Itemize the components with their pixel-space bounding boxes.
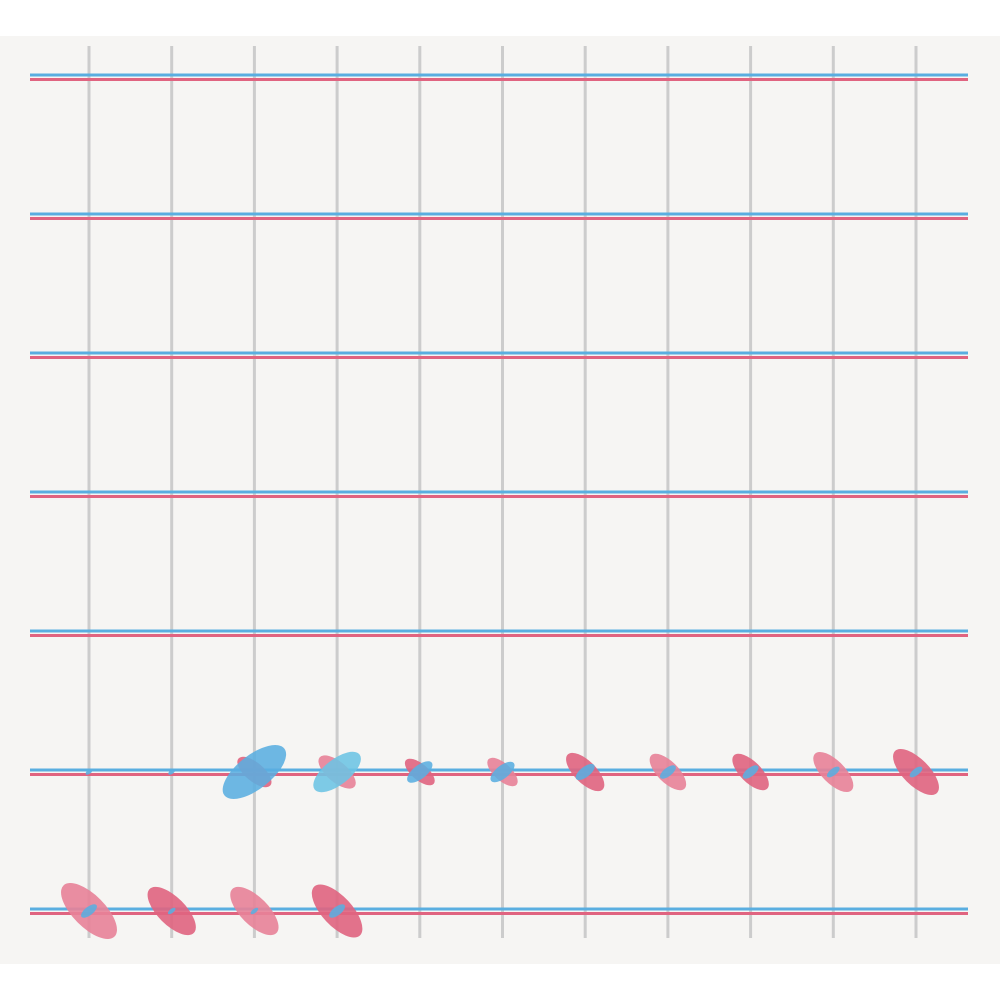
blue-ellipse-r6-c10 <box>826 766 840 778</box>
glyph-r6-c11 <box>893 749 939 795</box>
blue-ellipse-r7-c3 <box>250 907 259 915</box>
blue-ellipse-r6-c11 <box>909 766 923 778</box>
glyph-r6-c7 <box>566 752 605 792</box>
blue-ellipse-r6-c4 <box>313 751 361 793</box>
panel-background <box>0 36 1000 964</box>
blue-ellipse-r6-c8 <box>659 765 676 779</box>
glyph-marks <box>61 745 939 939</box>
glyph-r6-c4 <box>313 751 361 793</box>
glyph-r7-c1 <box>61 883 117 939</box>
glyph-r6-c8 <box>649 753 687 791</box>
glyph-r6-c5 <box>404 758 435 786</box>
blue-ellipse-r6-c9 <box>742 765 759 779</box>
glyph-r6-c1 <box>85 769 93 775</box>
glyph-r6-c10 <box>813 751 854 793</box>
blue-ellipse-r6-c7 <box>575 763 595 781</box>
glyph-r7-c4 <box>311 884 363 938</box>
glyph-r6-c2 <box>168 769 176 775</box>
glyph-r7-c2 <box>147 886 196 936</box>
glyph-r6-c9 <box>732 753 769 791</box>
glyph-r7-c3 <box>230 886 279 936</box>
blue-ellipse-r6-c3 <box>222 745 287 799</box>
glyph-r6-c6 <box>487 757 518 787</box>
blue-ellipse-r6-c1 <box>85 769 93 775</box>
blue-ellipse-r7-c4 <box>329 904 346 918</box>
blue-ellipse-r6-c2 <box>168 769 176 775</box>
glyph-r6-c3 <box>222 745 287 799</box>
blue-ellipse-r7-c2 <box>167 907 176 915</box>
blue-ellipse-r6-c6 <box>490 761 515 783</box>
blue-ellipse-r6-c5 <box>407 761 433 783</box>
blue-ellipse-r7-c1 <box>81 904 97 918</box>
horizontal-rules <box>30 73 968 915</box>
